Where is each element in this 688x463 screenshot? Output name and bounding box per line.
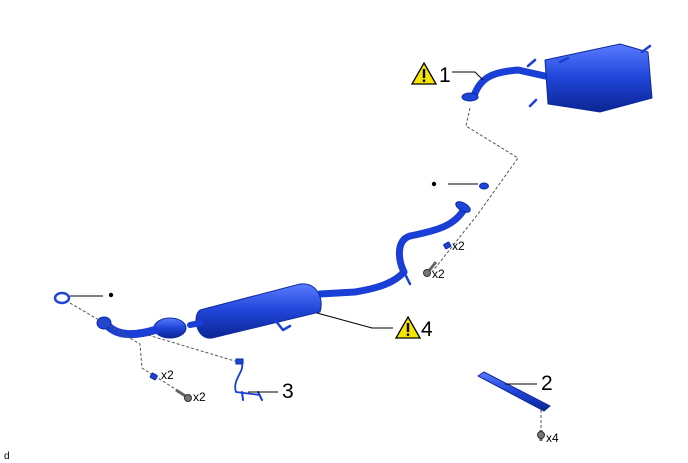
callout-4: 4 — [421, 318, 433, 341]
bolt-icon — [537, 430, 545, 441]
warning-icon — [411, 62, 437, 85]
muffler — [544, 43, 653, 113]
callout-1: 1 — [439, 64, 451, 87]
bolt-icon — [175, 388, 192, 402]
warning-icon — [395, 316, 421, 339]
gasket-rear[interactable] — [479, 182, 489, 190]
qty-plate-bolt: x4 — [546, 431, 559, 445]
qty-front-bolt: x2 — [193, 390, 206, 404]
callout-3: 3 — [282, 380, 294, 403]
callout-2: 2 — [541, 372, 553, 395]
qty-rear-bolt: x2 — [432, 267, 445, 281]
heat-insulator-plate[interactable] — [477, 371, 551, 412]
new-part-dot — [431, 181, 437, 187]
gasket-front[interactable] — [53, 291, 71, 305]
nut-icon — [149, 372, 158, 381]
tail-pipe-assembly[interactable] — [461, 43, 653, 113]
nut-icon — [443, 241, 452, 250]
new-part-dot — [108, 292, 114, 298]
qty-rear-nut: x2 — [452, 239, 465, 253]
qty-front-nut: x2 — [161, 368, 174, 382]
oxygen-sensor[interactable] — [234, 358, 263, 401]
footer-mark: d — [4, 451, 10, 462]
catalytic-converter — [195, 283, 322, 339]
center-exhaust-pipe-assembly[interactable] — [96, 200, 472, 339]
bolt-icon — [423, 261, 438, 277]
